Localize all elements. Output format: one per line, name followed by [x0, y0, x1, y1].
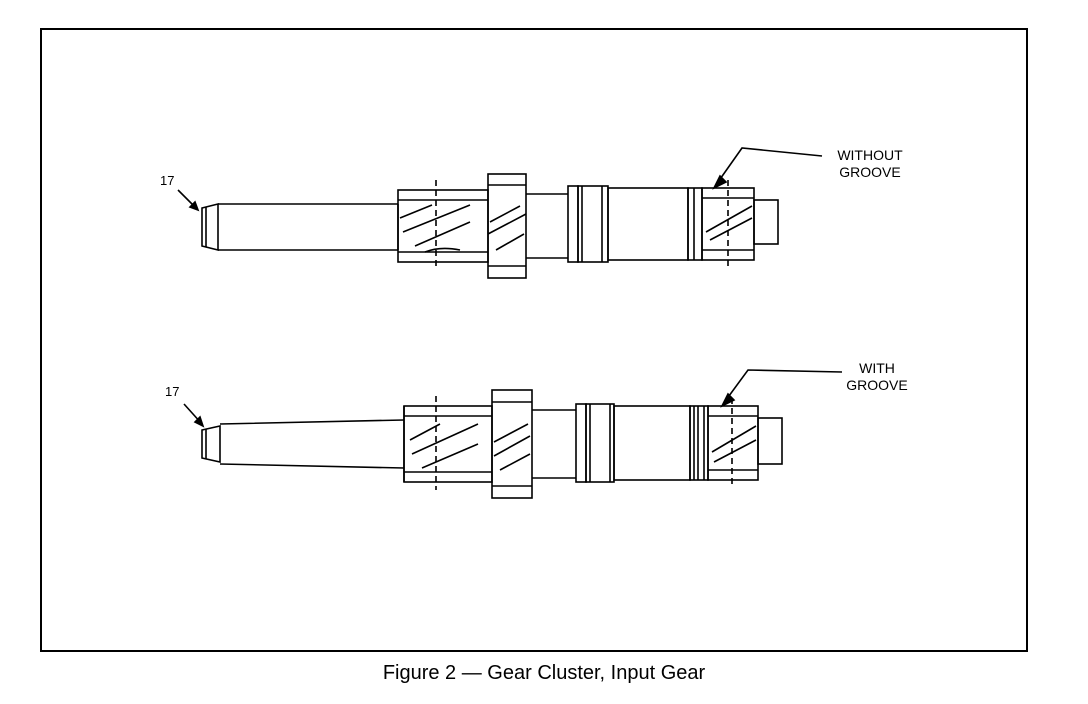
- label-with-groove-line2: GROOVE: [846, 377, 908, 393]
- callout-number-top: 17: [160, 173, 175, 188]
- label-without-groove-line2: GROOVE: [839, 164, 901, 180]
- callout-number-bottom: 17: [165, 384, 180, 399]
- input-gear-without-groove: [201, 173, 779, 279]
- input-gear-with-groove: [201, 389, 783, 499]
- label-with-groove-line1: WITH: [859, 360, 895, 376]
- label-without-groove-line1: WITHOUT: [837, 147, 903, 163]
- label-with-groove: WITH GROOVE: [834, 360, 920, 394]
- label-without-groove: WITHOUT GROOVE: [822, 147, 918, 181]
- figure-frame: [40, 28, 1028, 652]
- figure-caption: Figure 2 — Gear Cluster, Input Gear: [382, 662, 706, 684]
